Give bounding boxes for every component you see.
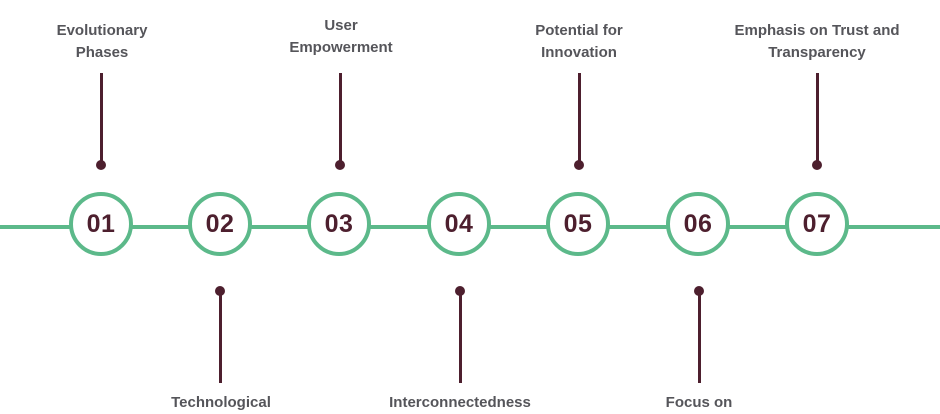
- step-label: Technological: [171, 394, 271, 411]
- connector-stem: [578, 73, 581, 165]
- step-circle: 06: [666, 192, 730, 256]
- step-number: 01: [86, 209, 116, 238]
- step-label: Emphasis on Trust and Transparency: [734, 22, 900, 61]
- step-circle: 02: [188, 192, 252, 256]
- step-label: Focus on: [665, 394, 733, 411]
- step-label: Interconnectedness: [389, 394, 531, 411]
- connector-stem: [339, 73, 342, 165]
- step-number: 03: [324, 209, 354, 238]
- connector-stem: [459, 291, 462, 383]
- connector-dot: [96, 160, 106, 170]
- step-circle: 03: [307, 192, 371, 256]
- connector-dot: [335, 160, 345, 170]
- connector-stem: [698, 291, 701, 383]
- step-number: 07: [802, 209, 832, 238]
- connector-dot: [574, 160, 584, 170]
- connector-dot: [812, 160, 822, 170]
- step-circle: 05: [546, 192, 610, 256]
- step-number: 02: [205, 209, 235, 238]
- step-label: Evolutionary Phases: [56, 22, 148, 61]
- connector-stem: [100, 73, 103, 165]
- connector-stem: [816, 73, 819, 165]
- step-label: Potential for Innovation: [535, 22, 623, 61]
- step-circle: 01: [69, 192, 133, 256]
- step-circle: 07: [785, 192, 849, 256]
- step-circle: 04: [427, 192, 491, 256]
- step-label: User Empowerment: [289, 17, 393, 56]
- step-number: 06: [683, 209, 713, 238]
- step-number: 05: [563, 209, 593, 238]
- connector-stem: [219, 291, 222, 383]
- step-number: 04: [444, 209, 474, 238]
